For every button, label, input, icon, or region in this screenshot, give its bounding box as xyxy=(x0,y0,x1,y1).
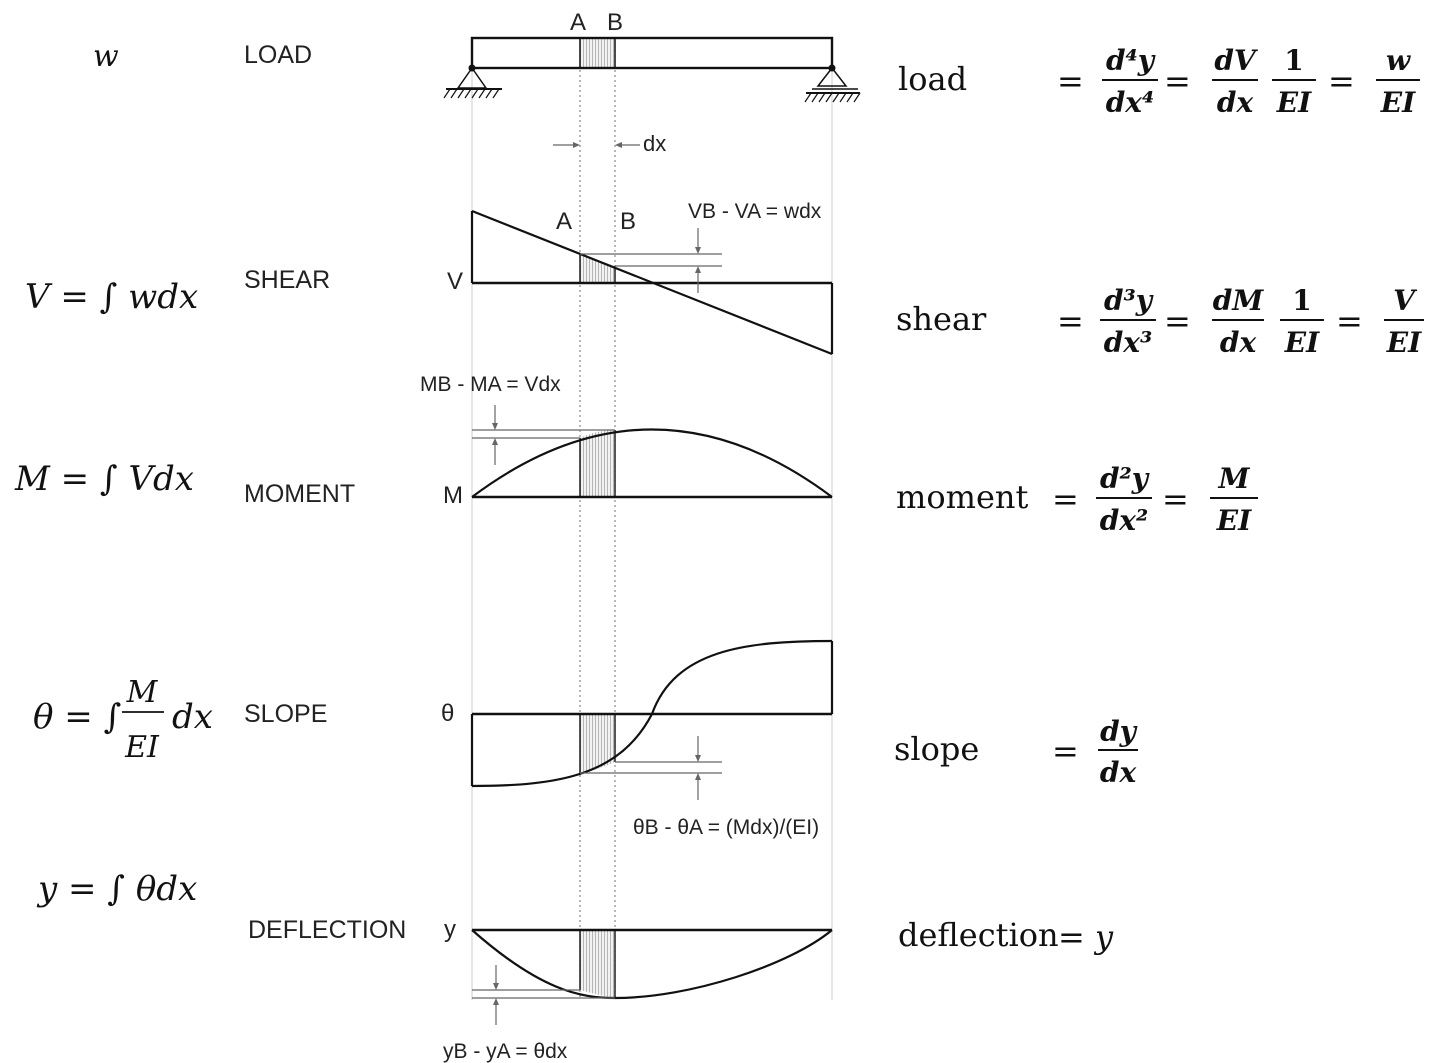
svg-text:slope: slope xyxy=(894,730,979,768)
point-b-top: B xyxy=(607,9,623,36)
svg-text:M: M xyxy=(1218,462,1251,495)
svg-text:d³y: d³y xyxy=(1104,284,1154,317)
moment-axis-letter: M xyxy=(443,482,463,509)
shear-annotation: VB - VA = wdx xyxy=(688,200,822,223)
moment-label: MOMENT xyxy=(244,480,355,508)
svg-text:EI: EI xyxy=(124,730,160,765)
deflection-integral: y = ∫ θdx xyxy=(36,869,197,909)
slope-annotation: θB - θA = (Mdx)/(EI) xyxy=(633,816,819,839)
deflection-label: DEFLECTION xyxy=(248,916,406,944)
slope-diagram xyxy=(470,639,834,800)
svg-text:moment: moment xyxy=(896,478,1029,516)
svg-text:=: = xyxy=(1164,302,1191,340)
deflection-axis-letter: y xyxy=(444,916,456,943)
svg-text:EI: EI xyxy=(1216,504,1252,537)
svg-text:dx: dx xyxy=(643,131,666,156)
svg-text:V: V xyxy=(1393,284,1418,317)
vertical-guides xyxy=(471,40,833,1000)
shear-integral: V = ∫ wdx xyxy=(25,277,198,317)
point-a-top: A xyxy=(570,9,586,36)
moment-diagram xyxy=(471,405,833,499)
svg-text:dx³: dx³ xyxy=(1104,326,1153,359)
slope-axis-letter: θ xyxy=(441,700,454,727)
svg-text:EI: EI xyxy=(1284,326,1320,359)
svg-text:=: = xyxy=(1336,302,1363,340)
slope-integral: θ = ∫ M EI dx xyxy=(33,675,213,765)
load-symbol: w xyxy=(93,39,119,74)
svg-text:dx: dx xyxy=(1217,86,1254,119)
svg-text:=: = xyxy=(1057,62,1084,100)
svg-text:d²y: d²y xyxy=(1100,462,1150,495)
svg-text:=: = xyxy=(1057,302,1084,340)
svg-text:load: load xyxy=(898,60,967,98)
beam xyxy=(470,36,834,70)
left-pin-support xyxy=(443,64,502,99)
svg-text:EI: EI xyxy=(1380,86,1416,119)
svg-text:dy: dy xyxy=(1100,715,1138,748)
svg-text:=: = xyxy=(1052,732,1079,770)
point-b-shear: B xyxy=(620,208,636,235)
svg-text:=: = xyxy=(1328,62,1355,100)
svg-text:M: M xyxy=(126,675,159,710)
svg-text:deflection: deflection xyxy=(898,916,1059,954)
moment-relation: moment = d²y dx² = M EI xyxy=(896,462,1258,537)
svg-text:dx: dx xyxy=(1100,756,1137,789)
slope-label: SLOPE xyxy=(244,700,327,728)
deflection-annotation: yB - yA = θdx xyxy=(443,1040,568,1063)
svg-text:dx: dx xyxy=(1220,326,1257,359)
shear-label: SHEAR xyxy=(244,266,330,294)
right-roller-support xyxy=(804,64,861,103)
svg-text:= y: = y xyxy=(1058,918,1114,956)
load-relation: load = d⁴y dx⁴ = dV dx 1 EI = w EI xyxy=(898,44,1420,119)
svg-text:shear: shear xyxy=(896,300,987,338)
shear-relation: shear = d³y dx³ = dM dx 1 EI = V EI xyxy=(896,284,1424,359)
svg-text:dV: dV xyxy=(1214,44,1259,77)
slope-relation: slope = dy dx xyxy=(894,715,1138,789)
svg-text:dx⁴: dx⁴ xyxy=(1106,86,1155,119)
moment-annotation: MB - MA = Vdx xyxy=(420,373,561,396)
point-a-shear: A xyxy=(556,208,572,235)
svg-text:=: = xyxy=(1162,480,1189,518)
svg-text:dM: dM xyxy=(1213,284,1265,317)
svg-text:d⁴y: d⁴y xyxy=(1106,44,1156,77)
load-label: LOAD xyxy=(244,41,312,69)
svg-text:=: = xyxy=(1164,62,1191,100)
svg-text:dx: dx xyxy=(172,697,213,737)
svg-text:EI: EI xyxy=(1386,326,1422,359)
svg-text:θ = ∫: θ = ∫ xyxy=(33,697,121,737)
svg-text:dx²: dx² xyxy=(1100,504,1149,537)
svg-text:1: 1 xyxy=(1284,44,1303,77)
dx-dimension: dx xyxy=(553,131,666,156)
deflection-diagram xyxy=(471,928,833,1025)
svg-text:EI: EI xyxy=(1276,86,1312,119)
svg-text:1: 1 xyxy=(1292,284,1311,317)
svg-text:w: w xyxy=(1386,44,1411,77)
svg-text:=: = xyxy=(1052,480,1079,518)
deflection-relation: deflection = y xyxy=(898,916,1114,956)
moment-integral: M = ∫ Vdx xyxy=(14,459,194,499)
shear-axis-letter: V xyxy=(447,268,463,295)
shear-diagram xyxy=(470,209,834,356)
